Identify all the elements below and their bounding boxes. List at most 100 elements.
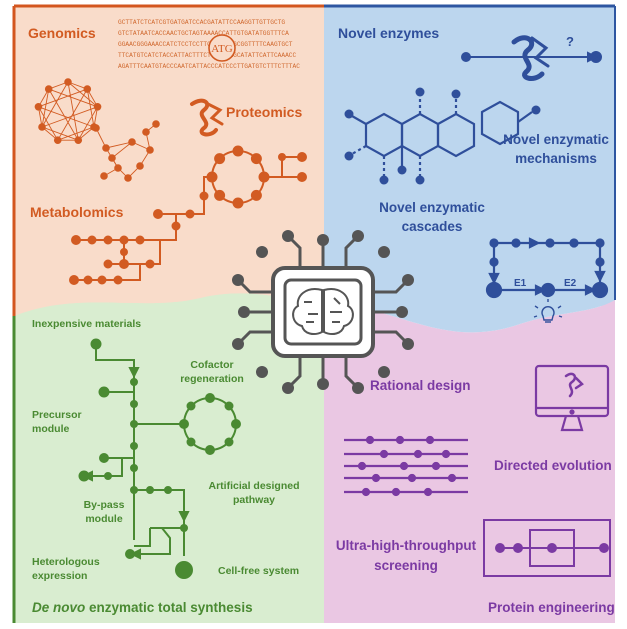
network-edge	[67, 81, 79, 141]
directed-evolution-label: Directed evolution	[494, 458, 612, 473]
inexpensive-materials-label: Inexpensive materials	[32, 318, 141, 330]
enzyme-wave-fill	[324, 200, 615, 333]
heterologous-line1: Heterologous	[32, 556, 100, 568]
polycyclic-molecule	[351, 96, 533, 176]
chip-pin-node	[352, 382, 364, 394]
enzyme-e2-label: E2	[564, 278, 577, 289]
chip-pin-node	[232, 274, 244, 286]
network-node	[124, 174, 132, 182]
network-node	[114, 164, 122, 172]
molecule-substituents	[344, 87, 541, 185]
proteomics-label: Proteomics	[226, 104, 302, 120]
network-edge	[38, 88, 88, 108]
brain-circuit-icon	[292, 288, 354, 335]
artificial-line2: pathway	[233, 494, 275, 506]
network-node	[93, 102, 102, 111]
network-node	[92, 124, 100, 132]
denovo-background	[14, 293, 324, 623]
chip-pin-node	[282, 382, 294, 394]
chip-pin-node	[352, 230, 364, 242]
network-node	[146, 146, 154, 154]
network-node	[44, 85, 53, 93]
chip-pin-node	[378, 366, 390, 378]
start-codon-highlight	[208, 34, 236, 62]
network-node	[64, 78, 72, 86]
dna-line: GCTTATCTCATCGTGATGATCCACGATATTCCAAGGTTGT…	[118, 19, 285, 26]
genomics-label: Genomics	[28, 25, 96, 41]
precursor-line2: module	[32, 423, 69, 435]
dna-line: GTCTATAATCACCAACTGCTAGTAAAACCATTGTGATATG…	[118, 30, 289, 37]
uhts-line2: screening	[374, 558, 438, 573]
network-edge	[41, 88, 50, 128]
network-node	[34, 102, 43, 111]
network-edge	[57, 126, 95, 141]
lightbulb-icon	[533, 299, 563, 323]
rational-design-label: Rational design	[370, 378, 471, 393]
denovo-title-italic: De novo	[32, 600, 85, 615]
network-edge	[41, 81, 69, 128]
protein-engineering-title: Protein engineering	[488, 600, 615, 615]
chip-pin-node	[317, 234, 329, 246]
network-node	[38, 123, 46, 131]
chip-pin-node	[238, 306, 250, 318]
metabolite-node	[250, 189, 262, 201]
cellfree-label: Cell-free system	[218, 565, 299, 577]
artificial-line1: Artificial designed	[208, 480, 299, 492]
network-node	[53, 136, 62, 144]
chip-pin-node	[232, 338, 244, 350]
cofactor-line1: Cofactor	[190, 359, 233, 371]
network-node	[100, 172, 108, 180]
metabolomics-label: Metabolomics	[30, 204, 124, 220]
chip-pin-node	[256, 246, 268, 258]
denovo-title: De novo enzymatic total synthesis	[32, 600, 253, 615]
network-edge	[38, 106, 59, 141]
heterologous-line2: expression	[32, 570, 87, 582]
bypass-line1: By-pass	[84, 499, 125, 511]
network-edge	[41, 126, 79, 141]
network-edge	[41, 106, 98, 128]
chip-pin-node	[402, 274, 414, 286]
network-edge	[57, 88, 88, 141]
denovo-title-rest: enzymatic total synthesis	[85, 600, 252, 615]
network-edge	[67, 81, 98, 108]
novel-mechanisms-line2: mechanisms	[515, 151, 597, 166]
network-node	[128, 138, 136, 146]
dna-sequence-block: GCTTATCTCATCGTGATGATCCACGATATTCCAAGGTTGT…	[118, 19, 300, 70]
chip-pin-node	[378, 246, 390, 258]
enzyme-cascade-diagram	[485, 237, 609, 299]
chip-pin-node	[256, 366, 268, 378]
dna-line: TTCATGTCATCTACCATTACTTTCTTCAAAAGCATATTCA…	[118, 52, 297, 59]
protein-interaction-network	[34, 78, 160, 182]
cofactor-line2: regeneration	[180, 373, 244, 385]
network-edge	[86, 88, 95, 128]
metabolite-node	[250, 153, 262, 165]
chip-pin-node	[402, 338, 414, 350]
enzyme-structure-icon	[511, 35, 550, 81]
directed-evolution-lines	[344, 435, 468, 497]
protein-background	[324, 300, 615, 623]
start-codon-label: ATG	[211, 43, 232, 55]
network-edge	[48, 88, 98, 108]
network-node	[102, 144, 110, 152]
network-edge	[48, 88, 79, 141]
novel-mechanisms-line1: Novel enzymatic	[503, 132, 609, 147]
microfluidic-chip-icon	[483, 519, 611, 577]
network-edge	[77, 106, 98, 141]
metabolic-pathway	[69, 145, 307, 285]
chip-pin-node	[317, 378, 329, 390]
dna-line: AGATTTCAATGTACCCAATCATTACCCATCCCTTGATGTC…	[118, 63, 300, 70]
network-node	[152, 120, 160, 128]
metabolite-node	[214, 189, 226, 201]
question-mark: ?	[566, 34, 574, 49]
network-node	[83, 85, 92, 93]
novel-cascades-line2: cascades	[402, 219, 463, 234]
precursor-line1: Precursor	[32, 409, 82, 421]
metabolite-node	[232, 197, 244, 209]
protein-structure-icon	[190, 98, 224, 137]
network-node	[74, 136, 83, 144]
synthesis-pathway	[78, 338, 241, 579]
bypass-line2: module	[85, 513, 122, 525]
chip-pin-node	[282, 230, 294, 242]
